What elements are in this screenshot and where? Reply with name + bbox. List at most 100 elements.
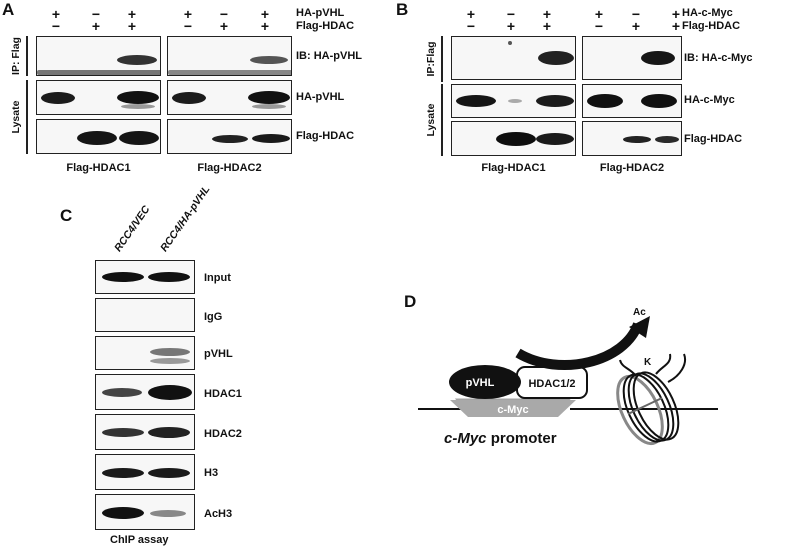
band bbox=[641, 94, 677, 108]
chip-blot-h3 bbox=[95, 454, 195, 490]
sign: − bbox=[219, 6, 229, 22]
promoter-word: promoter bbox=[487, 430, 557, 447]
promoter-gene: c-Myc bbox=[444, 430, 487, 447]
panel-a-lysate-blot2-hdac1 bbox=[36, 119, 161, 154]
panel-a-group2-label: Flag-HDAC2 bbox=[197, 162, 262, 174]
panel-b-lysate-blot2-hdac1 bbox=[451, 121, 576, 156]
band bbox=[587, 94, 623, 108]
panel-a-row3-label: Flag-HDAC bbox=[296, 130, 355, 142]
band bbox=[212, 135, 248, 143]
sign: + bbox=[183, 6, 193, 22]
panel-c-col1-label: RCC4/VEC bbox=[112, 203, 153, 254]
chip-row-ach3-label: AcH3 bbox=[204, 508, 233, 520]
chip-blot-hdac1 bbox=[95, 374, 195, 410]
sign: − bbox=[51, 18, 61, 34]
pvhl-ellipse bbox=[449, 365, 521, 399]
band bbox=[252, 134, 290, 143]
band bbox=[148, 427, 190, 438]
sign: + bbox=[91, 18, 101, 34]
c-myc-promoter-body bbox=[450, 400, 576, 417]
panel-b-lysate-blot1-hdac1 bbox=[451, 84, 576, 118]
sign: − bbox=[631, 6, 641, 22]
band bbox=[508, 41, 512, 45]
sign: − bbox=[466, 18, 476, 34]
panel-b-cond2-label: Flag-HDAC bbox=[682, 20, 741, 32]
panel-a-ip-label: IP: Flag bbox=[10, 37, 22, 75]
band bbox=[248, 91, 290, 104]
panel-b-group1-label: Flag-HDAC1 bbox=[481, 162, 546, 174]
sign: + bbox=[219, 18, 229, 34]
chip-row-h3-label: H3 bbox=[204, 467, 219, 479]
band bbox=[148, 385, 192, 400]
band bbox=[496, 132, 536, 146]
band bbox=[655, 136, 679, 143]
panel-b-lysate-blot1-hdac2 bbox=[582, 84, 682, 118]
sign: + bbox=[671, 6, 681, 22]
sign: + bbox=[127, 6, 137, 22]
acetyl-arrow-head bbox=[629, 316, 650, 338]
panel-b-ip-blot-hdac2 bbox=[582, 36, 682, 80]
panel-b-row1-label: IB: HA-c-Myc bbox=[684, 52, 753, 64]
panel-b-lysate-blot2-hdac2 bbox=[582, 121, 682, 156]
panel-a-cond1-label: HA-pVHL bbox=[296, 7, 345, 19]
band bbox=[102, 388, 142, 397]
sign: + bbox=[260, 6, 270, 22]
panel-b-row2-label: HA-c-Myc bbox=[684, 94, 735, 106]
panel-b-lysate-label: Lysate bbox=[425, 103, 437, 137]
chip-row-hdac1-label: HDAC1 bbox=[204, 388, 242, 400]
band bbox=[641, 51, 675, 65]
panel-d-label: D bbox=[404, 292, 417, 311]
band bbox=[102, 428, 144, 437]
sign: − bbox=[506, 6, 516, 22]
sign: + bbox=[51, 6, 61, 22]
chip-row-pvhl-label: pVHL bbox=[204, 348, 233, 360]
pvhl-text: pVHL bbox=[466, 377, 495, 389]
sign: + bbox=[542, 18, 552, 34]
band bbox=[41, 92, 75, 104]
sign: + bbox=[127, 18, 137, 34]
panel-b-lysate-bracket bbox=[441, 84, 443, 156]
panel-a-lysate-bracket bbox=[26, 80, 28, 154]
band bbox=[150, 348, 190, 356]
panel-a-ip-blot-hdac2 bbox=[167, 36, 292, 76]
band bbox=[117, 55, 157, 65]
panel-a-ip-bracket bbox=[26, 36, 28, 76]
panel-a-label: A bbox=[2, 0, 15, 19]
band bbox=[172, 92, 206, 104]
panel-b-row3-label: Flag-HDAC bbox=[684, 133, 743, 145]
band bbox=[148, 272, 190, 282]
band bbox=[456, 95, 496, 107]
band bbox=[150, 358, 190, 364]
band bbox=[117, 91, 159, 104]
band bbox=[508, 99, 522, 103]
panel-b-label: B bbox=[396, 0, 409, 19]
panel-b-group2-label: Flag-HDAC2 bbox=[599, 162, 665, 174]
chip-blot-igg bbox=[95, 298, 195, 332]
band bbox=[150, 510, 186, 517]
band bbox=[536, 133, 574, 145]
sign: + bbox=[594, 6, 604, 22]
promoter-diagram: pVHL HDAC1/2 c-Myc Ac K c-Myc promoter bbox=[418, 307, 718, 447]
band bbox=[250, 56, 288, 64]
panel-b-cond1-label: HA-c-Myc bbox=[682, 7, 733, 19]
panel-a-ip-blot-hdac1 bbox=[36, 36, 161, 76]
ac-text: Ac bbox=[633, 307, 646, 318]
panel-c-label: C bbox=[60, 206, 73, 225]
band bbox=[37, 70, 160, 75]
band bbox=[148, 468, 190, 478]
c-myc-text: c-Myc bbox=[497, 404, 528, 416]
panel-a-group1-label: Flag-HDAC1 bbox=[66, 162, 131, 174]
sign: + bbox=[506, 18, 516, 34]
panel-a-cond2-label: Flag-HDAC bbox=[296, 20, 355, 32]
band bbox=[536, 95, 574, 107]
chip-blot-input bbox=[95, 260, 195, 294]
band bbox=[538, 51, 574, 65]
sign: + bbox=[466, 6, 476, 22]
acetyl-arrow bbox=[515, 322, 643, 370]
band bbox=[623, 136, 651, 143]
nucleosome-icon bbox=[616, 353, 686, 446]
panel-a-lysate-blot1-hdac1 bbox=[36, 80, 161, 115]
band bbox=[102, 507, 144, 519]
sign: + bbox=[542, 6, 552, 22]
sign: + bbox=[260, 18, 270, 34]
